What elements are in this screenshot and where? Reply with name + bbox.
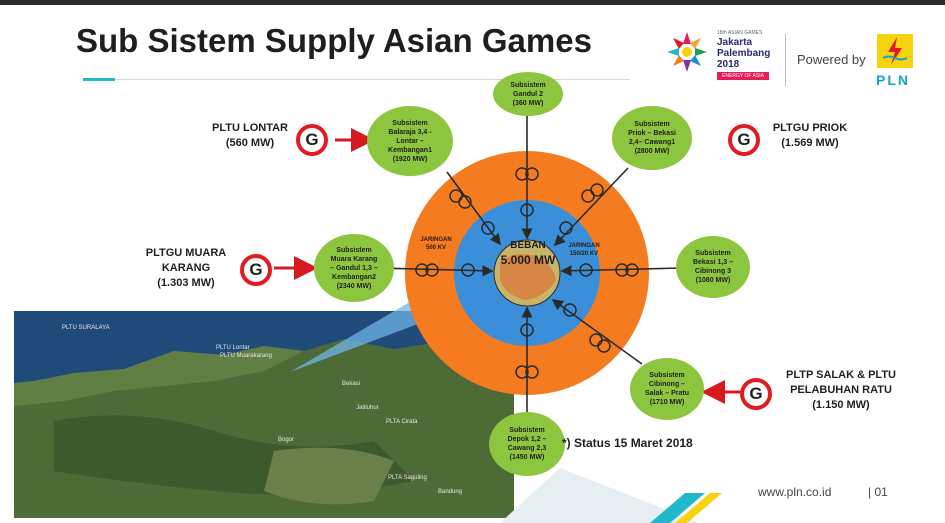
slide-title: Sub Sistem Supply Asian Games — [76, 22, 592, 59]
transformer-depok-outer-icon — [515, 365, 539, 379]
map-label-jatiluhur: Jatiluhur — [356, 405, 379, 411]
pln-lightning-icon — [877, 34, 913, 68]
website-link[interactable]: www.pln.co.id — [758, 485, 832, 499]
map-label-muarakarang: PLTU Muarakarang — [220, 353, 272, 359]
transformer-cibinong-outer-icon — [589, 333, 611, 353]
transformer-muara-inner-icon — [461, 263, 475, 277]
generator-muara-label: PLTGU MUARA KARANG (1.303 MW) — [145, 247, 227, 289]
map-label-cirata: PLTA Cirata — [386, 419, 418, 425]
transformer-priok-inner-icon — [559, 221, 573, 235]
map-label-bogor: Bogor — [278, 437, 295, 443]
substation-gandul2: Subsistem Gandul 2 (360 MW) — [493, 72, 563, 116]
top-border — [0, 0, 945, 5]
substation-depok: Subsistem Depok 1,2 – Cawang 2,3 (1450 M… — [489, 412, 565, 476]
substation-priok: Subsistem Priok – Bekasi 2,4– Cawang1 (2… — [612, 106, 692, 170]
map-label-lontar: PLTU Lontar — [216, 345, 250, 351]
transformer-gandul2-outer-icon — [515, 167, 539, 181]
logo-separator — [785, 34, 786, 86]
load-center: BEBAN 5.000 MW — [494, 240, 562, 268]
substation-balaraja: Subsistem Balaraja 3,4 - Lontar – Kemban… — [367, 106, 453, 176]
transformer-bekasi-inner-icon — [579, 263, 593, 277]
transformer-gandul2-inner-icon — [520, 203, 534, 217]
generator-lontar-icon: G — [296, 124, 328, 156]
line-cibinong — [551, 299, 643, 365]
map-label-suralaya: PLTU SURALAYA — [62, 325, 110, 331]
transformer-symbols — [415, 167, 639, 379]
load-value: 5.000 MW — [500, 253, 556, 267]
generator-lontar-label: PLTU LONTAR (560 MW) — [212, 122, 288, 149]
powered-by-label: Powered by — [797, 52, 866, 67]
map-label-bandung: Bandung — [438, 489, 463, 495]
generator-muara-icon: G — [240, 254, 272, 286]
substation-cibinong: Subsistem Cibinong – Salak – Pratu (1710… — [630, 358, 704, 420]
title-accent-bar — [83, 78, 115, 81]
load-core-map — [500, 254, 556, 300]
asian-games-caption: 18th ASIAN GAMES — [717, 30, 763, 36]
asian-games-name: Jakarta Palembang 2018 — [717, 37, 771, 70]
outer-network-label: JARINGAN 500 KV — [420, 237, 452, 251]
substation-bekasi: Subsistem Bekasi 1,3 – Cibinong 3 (1080 … — [676, 236, 750, 298]
map-label-saguling: PLTA Saguling — [388, 475, 427, 481]
substation-muara-karang: Subsistem Muara Karang – Gandul 1,3 – Ke… — [314, 234, 394, 302]
transformer-balaraja-outer-icon — [449, 189, 472, 209]
generator-salak-icon: G — [740, 378, 772, 410]
map-terrain — [14, 311, 514, 518]
asian-games-logo — [667, 32, 707, 72]
generator-salak-label: PLTP SALAK & PLTU PELABUHAN RATU (1.150 … — [786, 369, 896, 411]
page-number: | 01 — [868, 485, 888, 499]
transformer-muara-outer-icon — [415, 263, 439, 277]
status-note: *) Status 15 Maret 2018 — [562, 436, 693, 450]
line-bekasi — [560, 265, 681, 277]
load-label: BEBAN — [510, 240, 546, 251]
line-priok — [553, 167, 629, 247]
transformer-cibinong-inner-icon — [563, 303, 577, 317]
title-underline — [115, 79, 630, 80]
transformer-balaraja-inner-icon — [481, 221, 495, 235]
transformer-depok-inner-icon — [520, 323, 534, 337]
line-balaraja — [446, 171, 501, 246]
generator-priok-label: PLTGU PRIOK (1.569 MW) — [772, 122, 848, 149]
footer-stripes — [500, 468, 722, 523]
transformer-bekasi-outer-icon — [615, 263, 639, 277]
asian-games-tagline: ENERGY OF ASIA — [717, 72, 769, 80]
generator-priok-icon: G — [728, 124, 760, 156]
pln-brand-name: PLN — [876, 72, 910, 88]
transformer-priok-outer-icon — [581, 183, 604, 203]
inner-network-label: JARINGAN 150/20 KV — [568, 243, 600, 257]
map-label-bekasi: Bekasi — [342, 381, 361, 387]
